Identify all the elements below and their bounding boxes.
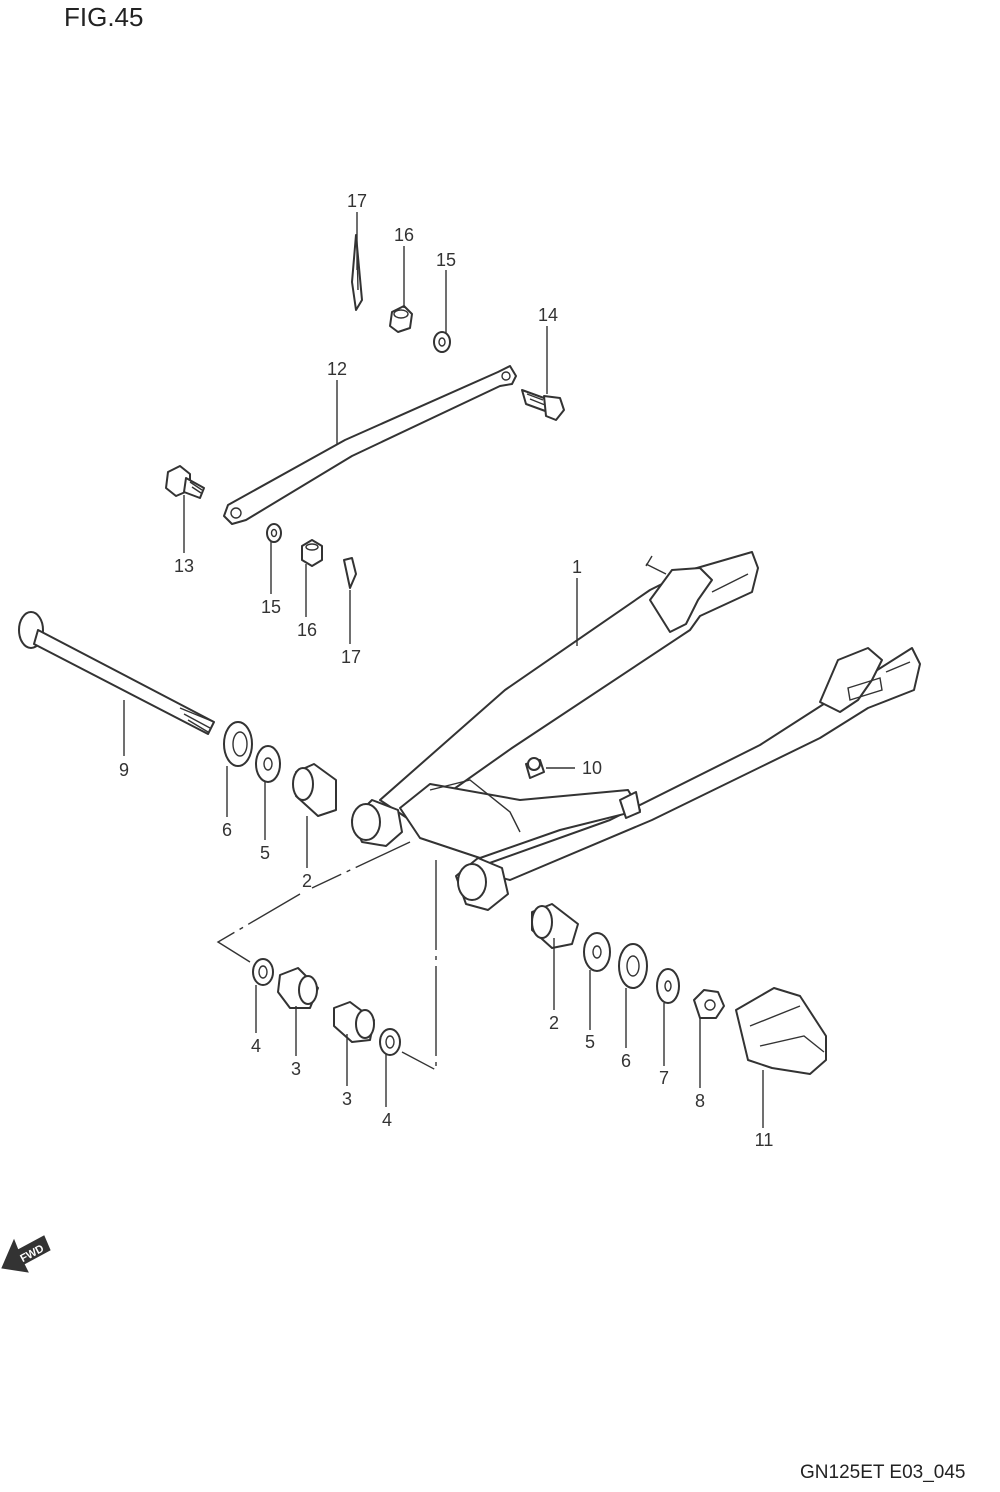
- circlip-b: [379, 1028, 401, 1056]
- callout-3-a: 3: [291, 1059, 301, 1079]
- dust-cap-left: [223, 721, 253, 767]
- bushing-left: [292, 763, 337, 817]
- fwd-label: FWD: [18, 1243, 46, 1265]
- chain-buffer: [735, 987, 827, 1075]
- leader-lines: [123, 212, 764, 1128]
- figure-title: FIG.45: [64, 2, 144, 32]
- callout-2-left: 2: [302, 871, 312, 891]
- callout-16-lower: 16: [297, 620, 317, 640]
- callout-16-top: 16: [394, 225, 414, 245]
- fwd-arrow-icon: FWD: [1, 1235, 51, 1273]
- bushing-right: [531, 903, 579, 949]
- bearing-b: [333, 1001, 375, 1043]
- washer-right: [583, 932, 611, 972]
- callout-2-right: 2: [549, 1013, 559, 1033]
- callout-10: 10: [582, 758, 602, 778]
- callouts: 17 16 15 14 12 13 15 16 17 1 9 10 6 5 2 …: [119, 191, 773, 1150]
- nut-top: [389, 305, 413, 333]
- callout-15-top: 15: [436, 250, 456, 270]
- callout-13: 13: [174, 556, 194, 576]
- washer-small: [656, 968, 680, 1004]
- pivot-shaft: [18, 611, 215, 735]
- callout-12: 12: [327, 359, 347, 379]
- washer-left: [255, 745, 281, 783]
- circlip-a: [252, 958, 274, 986]
- callout-9: 9: [119, 760, 129, 780]
- washer-top: [433, 331, 451, 353]
- cotter-pin-lower: [343, 557, 357, 589]
- callout-14: 14: [538, 305, 558, 325]
- callout-6-right: 6: [621, 1051, 631, 1071]
- bearing-a: [277, 967, 319, 1009]
- callout-4-b: 4: [382, 1110, 392, 1130]
- nut-lower: [301, 539, 323, 567]
- bolt-right: [521, 389, 565, 421]
- callout-3-b: 3: [342, 1089, 352, 1109]
- nut-pivot: [693, 989, 725, 1019]
- callout-11: 11: [755, 1130, 774, 1150]
- callout-1: 1: [572, 557, 582, 577]
- callout-6-left: 6: [222, 820, 232, 840]
- washer-lower: [266, 523, 282, 543]
- drawing-code: GN125ET E03_045: [800, 1462, 966, 1483]
- callout-4-a: 4: [251, 1036, 261, 1056]
- dust-cap-right: [618, 943, 648, 989]
- callout-15-lower: 15: [261, 597, 281, 617]
- callout-7: 7: [659, 1068, 669, 1088]
- callout-8: 8: [695, 1091, 705, 1111]
- bolt-left: [165, 465, 205, 499]
- callout-5-left: 5: [260, 843, 270, 863]
- swing-arm: [351, 551, 921, 911]
- torque-link: [223, 365, 517, 525]
- callout-17-top: 17: [347, 191, 367, 211]
- callout-5-right: 5: [585, 1032, 595, 1052]
- callout-17-lower: 17: [341, 647, 361, 667]
